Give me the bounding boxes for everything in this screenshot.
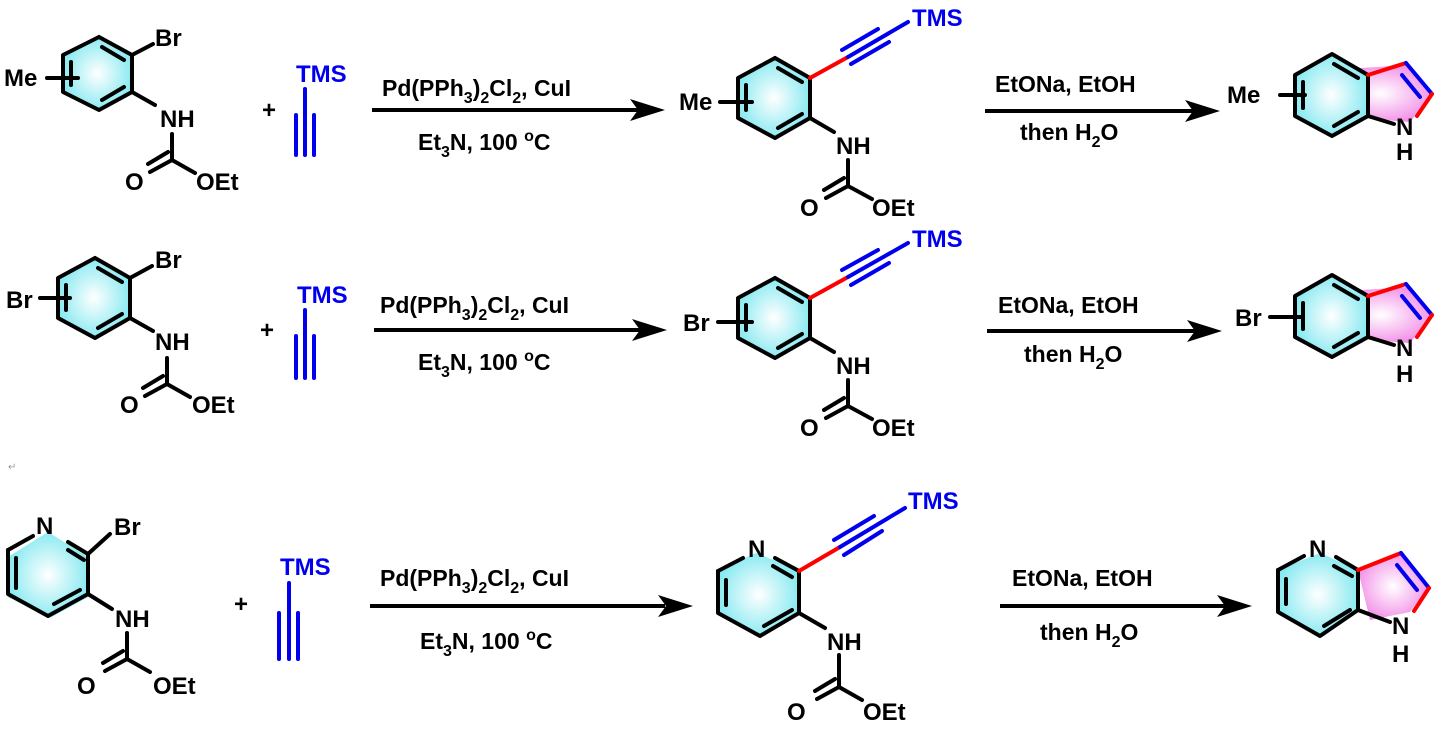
product-1: Me N H	[1227, 52, 1434, 166]
step2-arrow-3: EtONa, EtOH then H2O	[1000, 565, 1252, 651]
step2-conditions-above: EtONa, EtOH	[995, 71, 1136, 97]
tms-label: TMS	[908, 488, 959, 515]
substrate-3: N Br NH O OEt	[6, 513, 196, 700]
oet-label: OEt	[863, 699, 906, 726]
tms-label: TMS	[280, 554, 331, 581]
step2-arrow-1: EtONa, EtOH then H2O	[985, 71, 1220, 151]
carbonyl-o-label: O	[800, 415, 819, 442]
carbonyl-o-label: O	[77, 673, 96, 700]
step1-arrow-2: Pd(PPh3)2Cl2, CuI Et3N, 100 oC	[374, 292, 667, 381]
nh-label: NH	[827, 629, 862, 656]
nh-label: NH	[836, 133, 871, 160]
ring-n-label: N	[1309, 536, 1326, 563]
substituent-label: Me	[4, 65, 37, 92]
n-label: N	[1392, 613, 1409, 640]
step2-conditions-below: then H2O	[1040, 619, 1138, 651]
nh-label: NH	[155, 329, 190, 356]
substrate-2: Br Br NH O OEt	[6, 247, 235, 419]
plus-sign: +	[262, 97, 276, 124]
step1-conditions-below: Et3N, 100 oC	[418, 348, 550, 381]
substituent-label: Me	[1227, 82, 1260, 109]
step1-conditions-above: Pd(PPh3)2Cl2, CuI	[382, 75, 571, 107]
substrate-1: Br Me NH O OEt	[4, 25, 239, 196]
tms-label: TMS	[296, 61, 347, 88]
bromo-label: Br	[114, 514, 141, 541]
row-1: Br Me NH O OEt + TMS Pd(PPh3)2Cl2, CuI E…	[4, 5, 1434, 222]
tms-acetylene-1: TMS	[294, 61, 347, 157]
step2-conditions-below: then H2O	[1024, 341, 1122, 373]
nh-label: NH	[160, 106, 195, 133]
carbonyl-o-label: O	[787, 699, 806, 726]
oet-label: OEt	[872, 415, 915, 442]
tms-label: TMS	[912, 226, 963, 253]
row-2: Br Br NH O OEt + TMS Pd(PPh3)2Cl2, CuI E…	[6, 226, 1434, 442]
substituent-label: Me	[679, 89, 712, 116]
oet-label: OEt	[872, 195, 915, 222]
oet-label: OEt	[192, 392, 235, 419]
step2-conditions-above: EtONa, EtOH	[1012, 565, 1153, 591]
h-label: H	[1396, 139, 1413, 166]
carbonyl-o-label: O	[125, 169, 144, 196]
substituent-label: Br	[1235, 305, 1262, 332]
n-label: N	[1396, 335, 1413, 362]
nh-label: NH	[115, 606, 150, 633]
ring-n-label: N	[36, 513, 53, 540]
step1-conditions-below: Et3N, 100 oC	[418, 128, 550, 161]
bromo-label: Br	[155, 247, 182, 274]
product-2: Br N H	[1235, 273, 1434, 388]
step1-conditions-above: Pd(PPh3)2Cl2, CuI	[380, 565, 569, 597]
row-3: N Br NH O OEt + TMS Pd(PPh3)2Cl2, CuI Et…	[6, 488, 1431, 726]
step1-conditions-above: Pd(PPh3)2Cl2, CuI	[380, 292, 569, 324]
step2-conditions-below: then H2O	[1020, 119, 1118, 151]
step2-conditions-above: EtONa, EtOH	[998, 292, 1139, 318]
substituent-label: Br	[683, 310, 710, 337]
oet-label: OEt	[196, 169, 239, 196]
intermediate-2: TMS Br NH O OEt	[683, 226, 963, 442]
step1-arrow-1: Pd(PPh3)2Cl2, CuI Et3N, 100 oC	[372, 75, 665, 161]
bromo-label: Br	[155, 25, 182, 52]
step1-conditions-below: Et3N, 100 oC	[420, 627, 552, 660]
carbonyl-o-label: O	[800, 195, 819, 222]
plus-sign: +	[260, 317, 274, 344]
tms-acetylene-3: TMS	[277, 554, 331, 661]
substituent-label: Br	[6, 287, 33, 314]
h-label: H	[1392, 641, 1409, 668]
intermediate-1: TMS Me NH O OEt	[679, 5, 963, 222]
step2-arrow-2: EtONa, EtOH then H2O	[987, 292, 1222, 373]
step1-arrow-3: Pd(PPh3)2Cl2, CuI Et3N, 100 oC	[370, 565, 693, 660]
oet-label: OEt	[153, 673, 196, 700]
tms-acetylene-2: TMS	[294, 282, 348, 380]
product-3: N N H	[1276, 536, 1431, 668]
ring-n-label: N	[748, 536, 765, 563]
carbonyl-o-label: O	[120, 392, 139, 419]
nh-label: NH	[836, 353, 871, 380]
n-label: N	[1396, 114, 1413, 141]
plus-sign: +	[234, 591, 248, 618]
tms-label: TMS	[912, 5, 963, 32]
intermediate-3: TMS N NH O OEt	[716, 488, 959, 726]
tms-label: TMS	[297, 282, 348, 309]
h-label: H	[1396, 361, 1413, 388]
paragraph-mark: ↵	[8, 462, 16, 473]
